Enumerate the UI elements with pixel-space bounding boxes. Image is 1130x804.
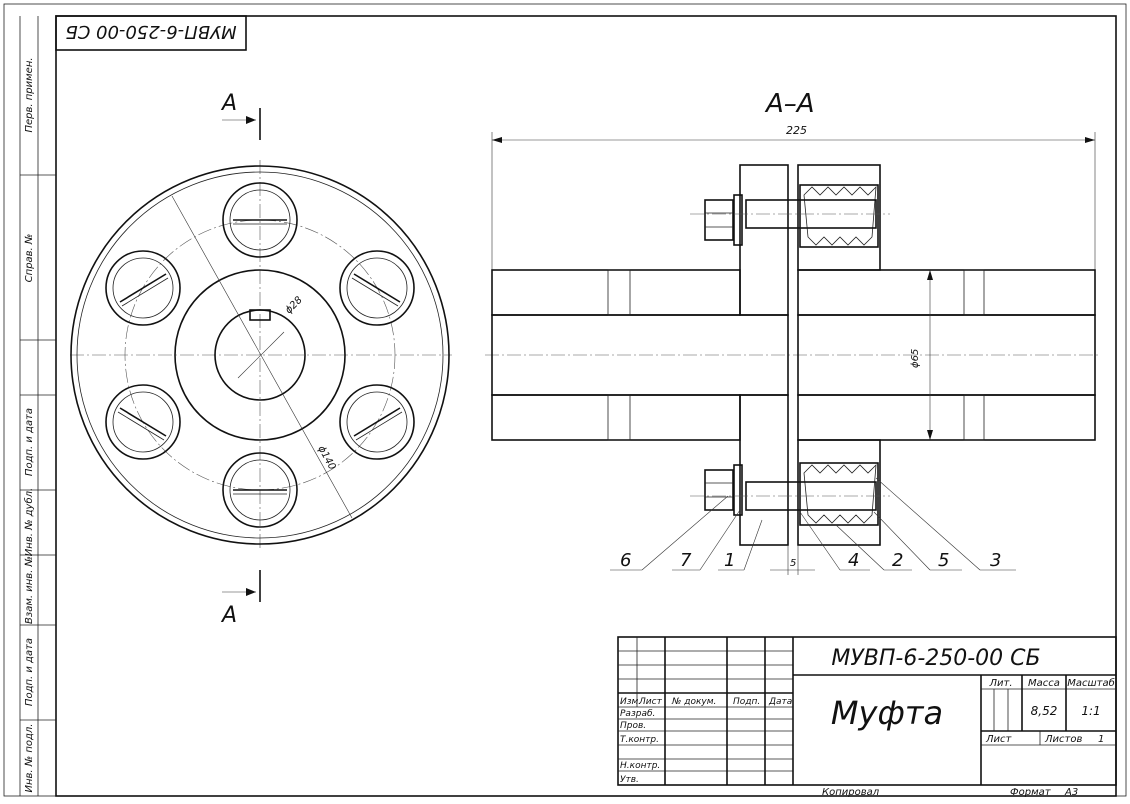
callout-5: 5 (938, 550, 949, 571)
bolt-lower-left (105, 384, 181, 460)
scale-value: 1:1 (1081, 704, 1100, 718)
mass-value: 8,52 (1031, 704, 1058, 718)
dim-gap-label: 5 (790, 558, 796, 569)
section-title: А–А (764, 89, 815, 119)
side-label-reference: Справ. № (24, 234, 35, 283)
col-header-sheet: Лист (638, 697, 663, 707)
lit-label: Лит. (988, 678, 1012, 689)
callout-6: 6 (620, 550, 631, 571)
title-block: МУВП-6-250-00 СБ Муфта Лит. Масса Масшта… (617, 636, 1117, 798)
stamp-title: Муфта (831, 694, 943, 732)
role-tech-control: Т.контр. (620, 735, 659, 745)
callout-4: 4 (848, 550, 859, 571)
scale-label: Масштаб (1067, 677, 1115, 689)
side-label-dup-inv: Инв. № дубл. (23, 488, 35, 556)
bolt-upper-left (105, 250, 181, 326)
role-developer: Разраб. (620, 709, 655, 719)
col-header-change: Изм. (620, 697, 641, 707)
sheet-label: Лист (985, 734, 1013, 745)
copied-label: Копировал (822, 787, 880, 798)
callout-3: 3 (990, 550, 1001, 571)
bolt-top (222, 182, 298, 258)
mirror-designation: МУВП-6-250-00 СБ (65, 21, 236, 42)
stamp-designation: МУВП-6-250-00 СБ (831, 646, 1040, 671)
mirror-designation-box: МУВП-6-250-00 СБ (55, 15, 247, 51)
role-checker: Пров. (620, 721, 646, 731)
side-label-sign-date-1: Подп. и дата (24, 408, 35, 476)
role-approved: Утв. (620, 775, 639, 785)
dim-bore-label: ϕ65 (910, 349, 921, 368)
col-header-doc: № докум. (671, 697, 716, 707)
inner-frame (55, 15, 1117, 797)
bolt-lower-right (339, 384, 415, 460)
callout-1: 1 (724, 550, 735, 571)
role-norm-control: Н.контр. (620, 761, 660, 771)
callout-7: 7 (680, 550, 692, 571)
col-header-sign: Подп. (733, 697, 760, 707)
cut-label-bottom: А (220, 603, 237, 628)
dim-overall-label: 225 (786, 124, 807, 137)
dim-hole-label: ϕ28 (283, 295, 304, 316)
section-view: А–А 225 (485, 89, 1100, 575)
sheets-value: 1 (1098, 734, 1104, 745)
front-view: ϕ28 ϕ140 А (70, 91, 452, 628)
callout-2: 2 (892, 550, 903, 571)
side-label-first-use: Перв. примен. (24, 57, 35, 132)
left-margin-strip: Перв. примен. Справ. № Подп. и дата Инв.… (19, 16, 56, 796)
sheets-label: Листов (1044, 734, 1082, 745)
format-label: Формат (1010, 787, 1052, 798)
mass-label: Масса (1028, 678, 1060, 689)
part-callouts: 6 7 1 4 2 5 3 (610, 477, 1016, 571)
cut-label-top: А (220, 91, 237, 116)
side-label-sign-date-2: Подп. и дата (24, 638, 35, 706)
format-value: А3 (1064, 787, 1078, 798)
side-label-replace-inv: Взам. инв. № (24, 556, 35, 624)
side-label-orig-inv: Инв. № подл. (24, 724, 35, 793)
bolt-bottom (222, 452, 298, 528)
col-header-date: Дата (768, 697, 792, 707)
bolt-upper-right (339, 250, 415, 326)
